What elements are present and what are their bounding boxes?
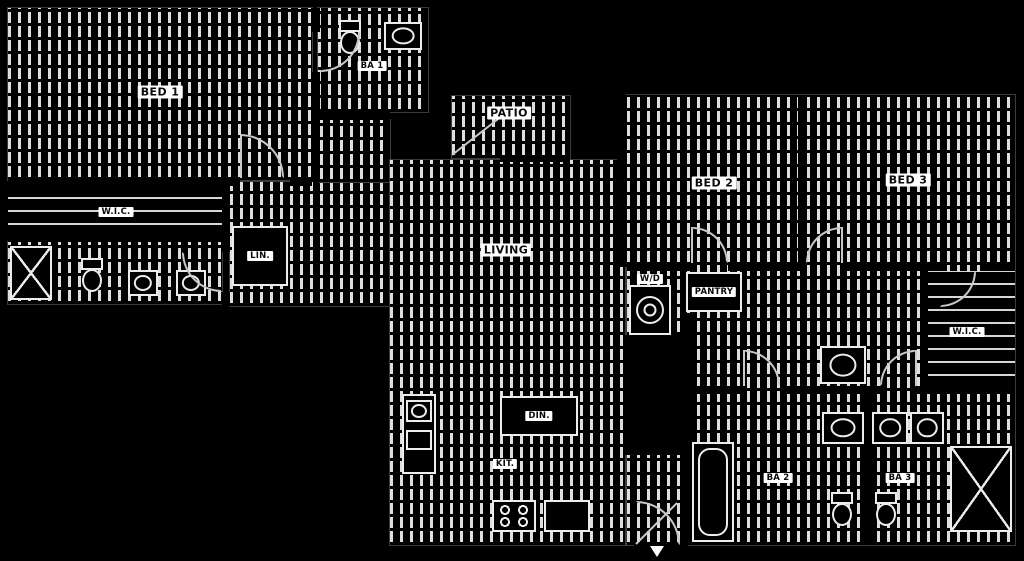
room-label-dining: DIN. — [525, 411, 553, 421]
wall — [625, 335, 682, 455]
room-label-ba3: BA 3 — [885, 473, 915, 483]
sink-icon — [384, 22, 422, 50]
room-label-kitchen: KIT. — [492, 459, 518, 469]
patio-floor — [451, 95, 571, 159]
wall — [500, 156, 570, 162]
kitchen-sink-icon — [406, 400, 432, 422]
sink-icon — [910, 412, 944, 444]
wall — [312, 8, 320, 32]
room-label-wic2: W.I.C. — [949, 327, 985, 337]
wall — [862, 394, 870, 545]
wall — [627, 263, 692, 271]
room-label-bed3: BED 3 — [885, 173, 931, 187]
shower-x-icon — [950, 446, 1012, 532]
room-label-pantry: PANTRY — [691, 287, 737, 297]
wall — [688, 386, 744, 394]
door-leaf — [915, 350, 917, 386]
door-leaf — [841, 227, 843, 263]
shower-x-icon — [10, 246, 52, 300]
wall — [798, 95, 806, 271]
room-label-patio: PATIO — [487, 106, 531, 120]
entry-arrow-icon — [650, 546, 664, 557]
wall — [290, 178, 312, 186]
wall — [980, 263, 1015, 271]
door-leaf — [240, 134, 242, 178]
room-living-floor — [389, 159, 626, 546]
sink-icon — [820, 346, 866, 384]
wall — [780, 386, 880, 394]
room-label-bed1: BED 1 — [137, 85, 183, 99]
room-label-linen: LIN. — [247, 251, 273, 261]
bathtub-icon — [692, 442, 734, 542]
cooktop-icon — [492, 500, 536, 532]
sink-icon — [128, 270, 158, 296]
wall — [222, 292, 230, 306]
room-label-ba1: BA 1 — [357, 61, 387, 71]
wic1-shelves — [8, 186, 222, 238]
hall-tl2-floor — [319, 119, 391, 183]
room-label-wic1: W.I.C. — [98, 207, 134, 217]
kitchen-counter — [544, 500, 590, 532]
sink-icon — [872, 412, 908, 444]
wall — [312, 72, 320, 182]
toilet-icon — [874, 492, 897, 526]
wall — [842, 263, 940, 271]
washer-dryer-icon — [629, 285, 671, 335]
wall — [222, 182, 230, 252]
toilet-icon — [80, 258, 103, 292]
wall — [916, 386, 1015, 394]
wall — [8, 178, 240, 186]
kitchen-appliance — [406, 430, 432, 450]
room-label-washer-dryer: W/D — [636, 274, 664, 284]
wall — [318, 112, 390, 120]
door-leaf — [743, 350, 745, 386]
wall — [617, 95, 627, 267]
room-label-living: LIVING — [480, 243, 532, 257]
wall — [728, 263, 806, 271]
toilet-icon — [830, 492, 853, 526]
room-label-bed2: BED 2 — [691, 176, 737, 190]
wall — [8, 236, 222, 242]
door-leaf — [691, 227, 693, 263]
room-label-ba2: BA 2 — [763, 473, 793, 483]
wall — [920, 271, 928, 393]
wall — [682, 313, 690, 545]
sink-icon — [822, 412, 864, 444]
